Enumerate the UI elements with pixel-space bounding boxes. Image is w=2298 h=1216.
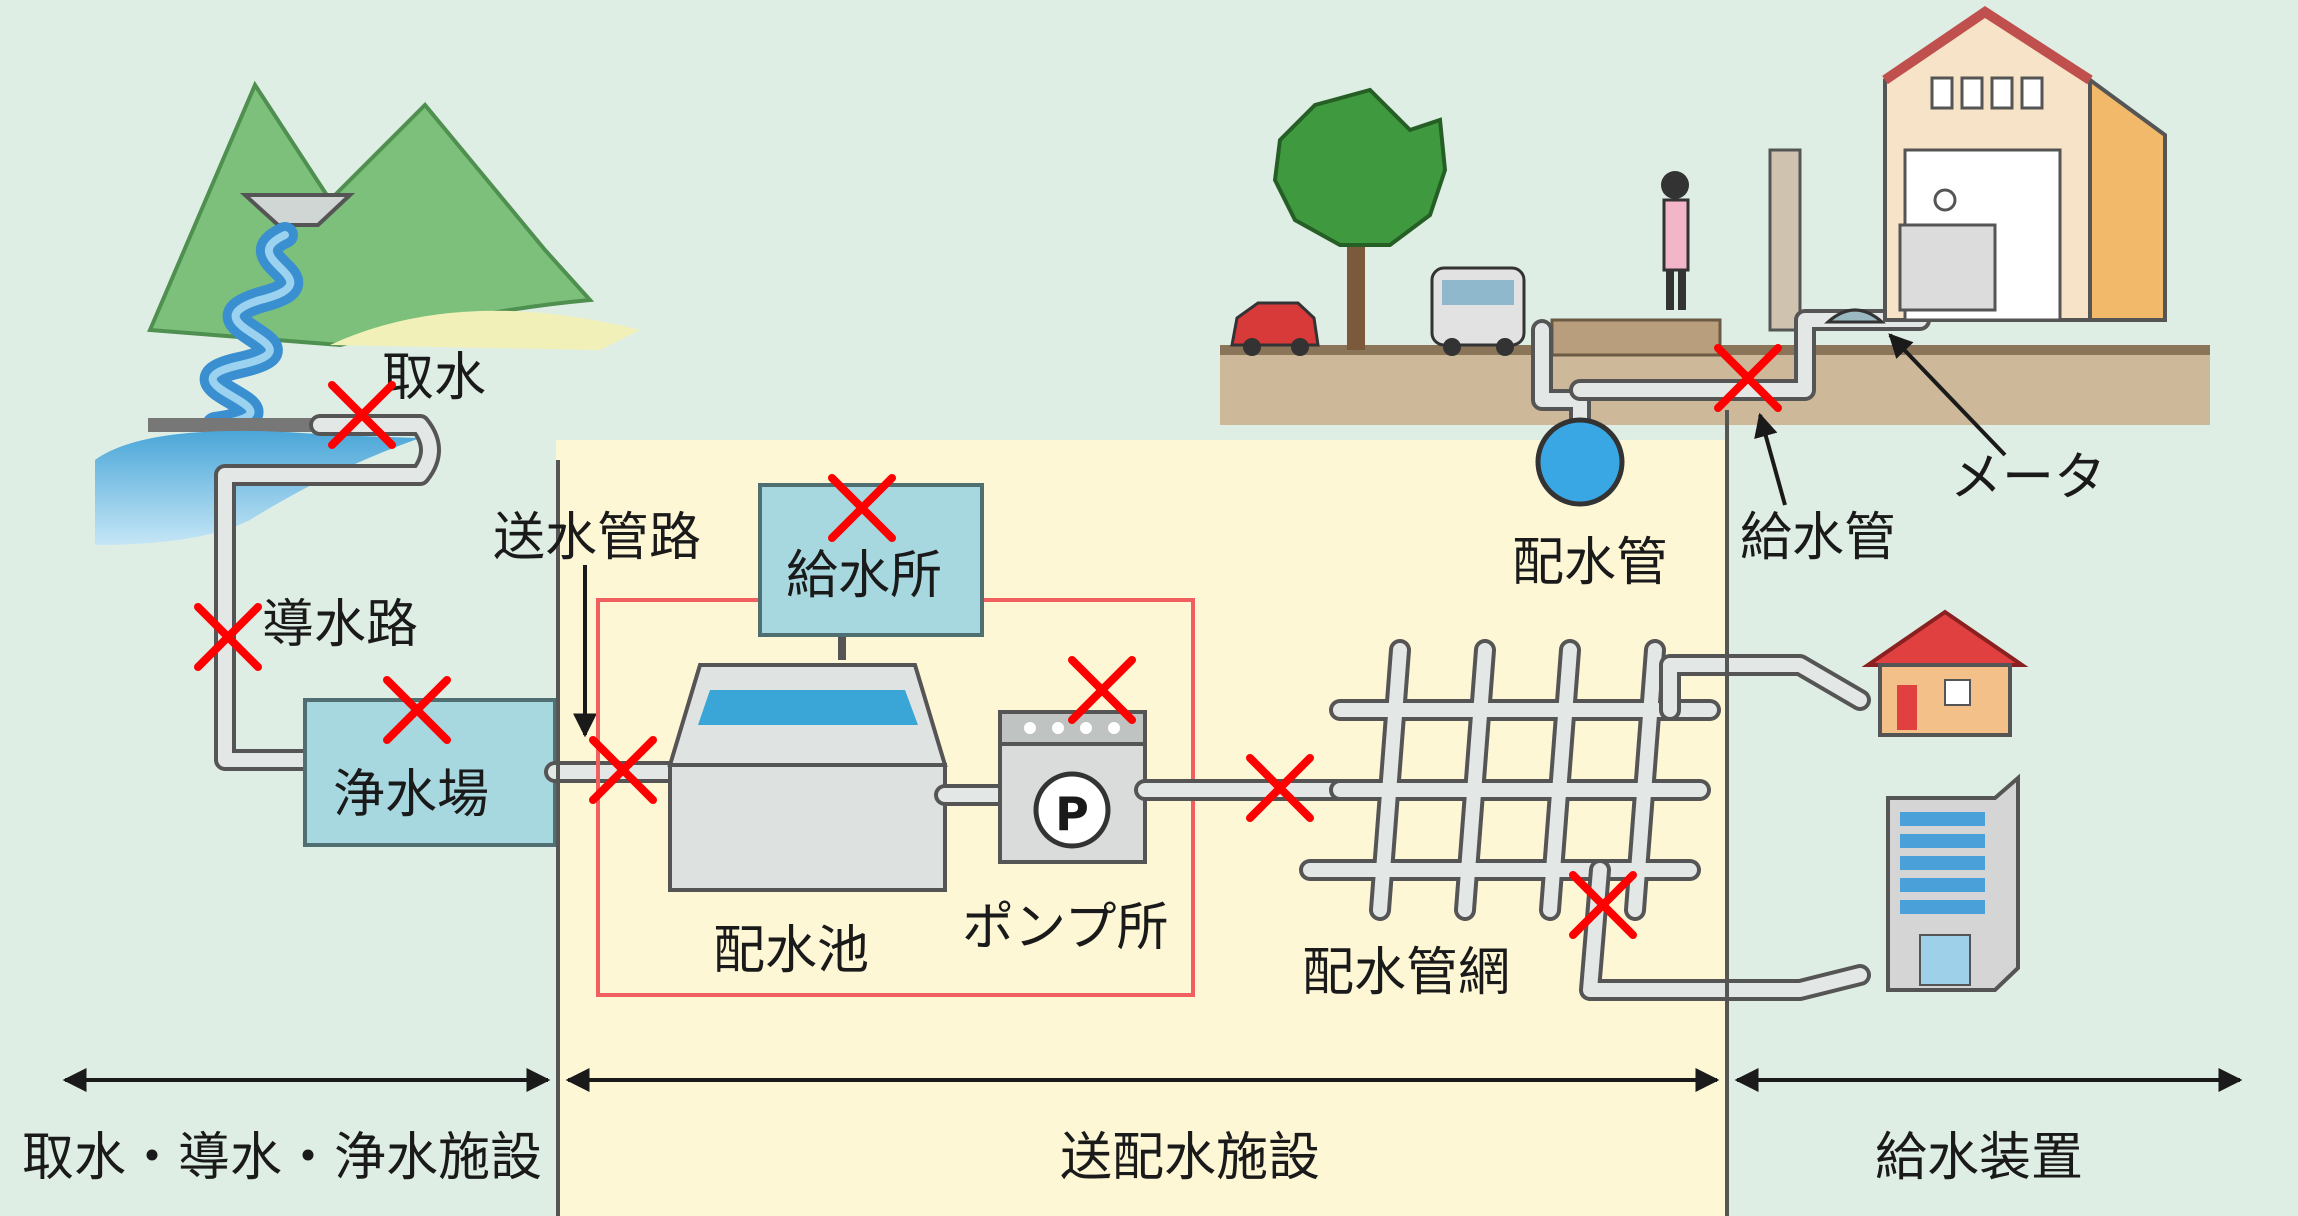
car-van: [1430, 266, 1526, 356]
valve-pipe: [1768, 148, 1802, 332]
section-intake-treatment: 取水・導水・浄水施設: [22, 1128, 542, 1188]
person: [1661, 171, 1690, 310]
x-marker-headrace: [194, 603, 262, 671]
pipe-chamber: [1550, 318, 1722, 357]
x-marker-service-pipe: [1714, 344, 1782, 412]
label-intake: 取水: [382, 348, 486, 408]
x-marker-intake: [328, 381, 396, 449]
x-marker-purification-plant: [383, 676, 451, 744]
pump-symbol: P: [1055, 787, 1089, 841]
office-building: [1886, 773, 2020, 992]
red-x-markers: [194, 344, 1782, 939]
x-marker-distribution-pipe: [1246, 754, 1314, 822]
label-meter: メータ: [1950, 448, 2106, 508]
service-pipe-pointer: [1754, 412, 1787, 506]
label-pump-station: ポンプ所: [962, 898, 1168, 958]
pump-station: [998, 710, 1147, 864]
mountains: [147, 80, 640, 350]
label-water-supply-station: 給水所: [786, 546, 942, 606]
car-red: [1230, 301, 1320, 356]
meter-pointer: [1888, 333, 2007, 457]
label-headrace: 導水路: [262, 595, 418, 655]
label-transmission-pipe: 送水管路: [493, 508, 701, 568]
section-transmission-distribution: 送配水施設: [1060, 1128, 1320, 1188]
x-marker-distribution-network: [1569, 871, 1637, 939]
distribution-main-section: [1535, 417, 1625, 507]
river-basin: [95, 430, 420, 545]
label-distribution-network: 配水管網: [1302, 943, 1510, 1003]
distribution-reservoir: [667, 663, 948, 892]
label-purification-plant: 浄水場: [333, 765, 489, 825]
x-marker-water-supply-station: [828, 474, 896, 542]
label-service-pipe: 給水管: [1740, 508, 1896, 568]
small-house: [1861, 609, 2029, 737]
distribution-main-pipe-inner: [1535, 323, 1587, 432]
tree: [1272, 87, 1448, 350]
section-service-equipment: 給水装置: [1875, 1128, 2083, 1188]
dam: [239, 193, 356, 227]
water-supply-station-box: [758, 483, 984, 637]
headrace-pipe-inner: [218, 418, 437, 767]
distribution-network-grid: [1299, 639, 1871, 1001]
label-distribution-reservoir: 配水池: [713, 921, 869, 981]
house-cutaway: [1882, 5, 2167, 322]
meter-box: [1824, 308, 1886, 324]
label-distribution-main: 配水管: [1512, 533, 1668, 593]
x-marker-transmission-pipe: [589, 736, 657, 804]
x-marker-pump-station: [1068, 656, 1136, 724]
river-highlight: [208, 231, 295, 429]
